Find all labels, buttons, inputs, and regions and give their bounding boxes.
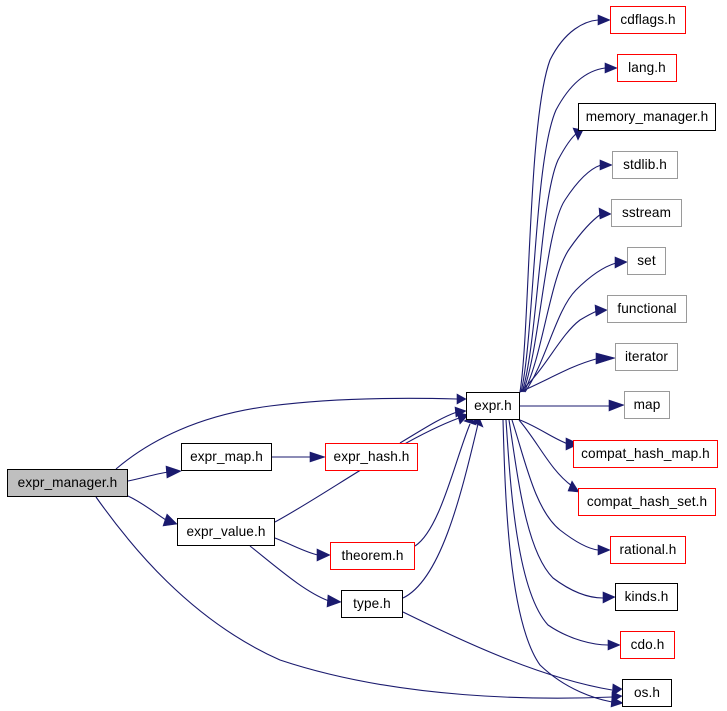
node-label: expr_hash.h bbox=[333, 449, 410, 465]
edge-expr-to-cdflags bbox=[519, 14, 611, 393]
node-cdflags-h[interactable]: cdflags.h bbox=[610, 6, 686, 34]
edge-theorem-to-expr bbox=[414, 416, 477, 547]
edge-expr-to-functional bbox=[519, 304, 608, 393]
edge-expr-to-os bbox=[502, 419, 624, 708]
edge-expr-to-set bbox=[524, 256, 628, 393]
node-expr-hash-h[interactable]: expr_hash.h bbox=[325, 443, 418, 471]
node-iterator[interactable]: iterator bbox=[615, 343, 678, 371]
edge-expr_map-to-expr_hash bbox=[272, 451, 326, 463]
node-lang-h[interactable]: lang.h bbox=[617, 54, 677, 82]
edge-expr-to-sstream bbox=[523, 207, 612, 393]
node-stdlib-h[interactable]: stdlib.h bbox=[612, 151, 678, 179]
node-label: set bbox=[637, 253, 656, 269]
node-memory-manager-h[interactable]: memory_manager.h bbox=[578, 103, 716, 131]
edge-expr_hash-to-expr bbox=[399, 406, 467, 444]
node-label: iterator bbox=[624, 349, 669, 365]
node-label: rational.h bbox=[619, 542, 677, 558]
edge-expr_manager-to-expr_map bbox=[127, 465, 182, 482]
edge-type-to-os bbox=[402, 611, 623, 697]
node-cdo-h[interactable]: cdo.h bbox=[620, 631, 675, 659]
edge-expr_value-to-theorem bbox=[274, 537, 331, 562]
node-label: expr_manager.h bbox=[17, 475, 118, 491]
node-label: theorem.h bbox=[341, 548, 404, 564]
node-label: map bbox=[633, 397, 661, 413]
edge-expr-to-cdo bbox=[505, 419, 621, 651]
node-sstream[interactable]: sstream bbox=[611, 199, 682, 227]
edge-expr-to-map bbox=[520, 399, 625, 412]
edge-expr-to-iterator bbox=[519, 352, 617, 393]
node-label: memory_manager.h bbox=[585, 109, 709, 125]
node-label: cdflags.h bbox=[620, 12, 676, 28]
edge-expr-to-compat_hash_map bbox=[519, 419, 580, 451]
node-label: expr_map.h bbox=[190, 449, 263, 465]
node-label: expr_value.h bbox=[186, 524, 266, 540]
node-label: functional bbox=[617, 301, 677, 317]
node-map[interactable]: map bbox=[624, 391, 670, 419]
edge-expr-to-stdlib bbox=[522, 159, 613, 393]
node-type-h[interactable]: type.h bbox=[341, 590, 403, 618]
node-expr-h[interactable]: expr.h bbox=[466, 392, 520, 420]
edge-expr_manager-to-expr bbox=[115, 393, 467, 470]
edge-expr-to-compat_hash_set bbox=[518, 419, 580, 493]
edge-expr_manager-to-expr_value bbox=[127, 495, 178, 527]
edge-expr-to-kinds bbox=[508, 419, 616, 604]
node-theorem-h[interactable]: theorem.h bbox=[330, 542, 415, 570]
node-label: type.h bbox=[353, 596, 391, 612]
node-label: stdlib.h bbox=[623, 157, 667, 173]
node-label: compat_hash_map.h bbox=[581, 446, 710, 462]
node-rational-h[interactable]: rational.h bbox=[610, 536, 686, 564]
node-label: expr.h bbox=[474, 398, 512, 414]
node-expr-manager-h[interactable]: expr_manager.h bbox=[7, 469, 128, 497]
node-set[interactable]: set bbox=[627, 247, 666, 275]
node-os-h[interactable]: os.h bbox=[622, 679, 672, 707]
node-label: compat_hash_set.h bbox=[586, 494, 708, 510]
edge-expr_value-to-type bbox=[249, 545, 342, 608]
node-label: lang.h bbox=[628, 60, 666, 76]
node-label: kinds.h bbox=[624, 589, 669, 605]
node-label: os.h bbox=[633, 685, 661, 701]
node-expr-value-h[interactable]: expr_value.h bbox=[177, 518, 275, 546]
node-functional[interactable]: functional bbox=[607, 295, 687, 323]
node-compat-hash-map-h[interactable]: compat_hash_map.h bbox=[573, 440, 718, 468]
node-expr-map-h[interactable]: expr_map.h bbox=[181, 443, 272, 471]
node-compat-hash-set-h[interactable]: compat_hash_set.h bbox=[578, 488, 716, 516]
edge-expr-to-lang bbox=[520, 62, 618, 393]
node-label: sstream bbox=[621, 205, 672, 221]
edge-expr-to-rational bbox=[511, 419, 611, 556]
node-label: cdo.h bbox=[630, 637, 665, 653]
node-kinds-h[interactable]: kinds.h bbox=[615, 583, 678, 611]
